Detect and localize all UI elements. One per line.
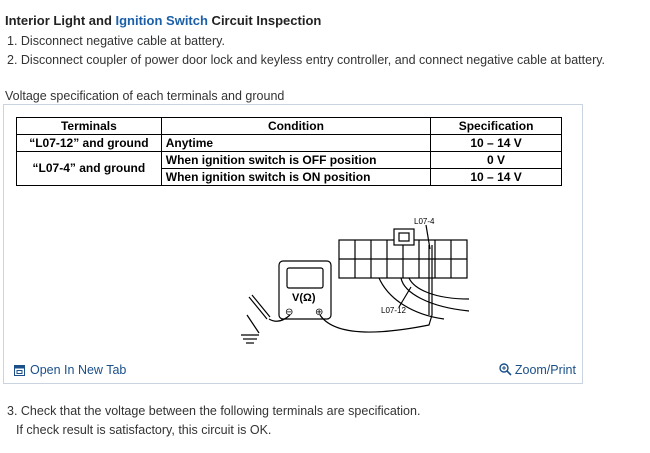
header-specification: Specification xyxy=(430,117,562,135)
cell-condition: When ignition switch is OFF position xyxy=(160,151,432,169)
label-l07-12: L07-12 xyxy=(381,306,406,315)
cell-terminals: “L07-12” and ground xyxy=(16,134,162,152)
table-row: When ignition switch is ON position 10 –… xyxy=(17,168,562,186)
plus-terminal: ⊕ xyxy=(315,307,323,318)
label-l07-4: L07-4 xyxy=(414,217,435,226)
ignition-switch-link[interactable]: Ignition Switch xyxy=(115,13,208,28)
table-row: “L07-4” and ground When ignition switch … xyxy=(16,151,562,186)
cell-spec: 10 – 14 V xyxy=(430,168,562,186)
header-condition: Condition xyxy=(160,117,432,135)
step-2: 2. Disconnect coupler of power door lock… xyxy=(7,53,606,67)
cell-condition: Anytime xyxy=(160,134,432,152)
voltmeter xyxy=(278,260,332,320)
step-3: 3. Check that the voltage between the fo… xyxy=(7,404,421,418)
cell-condition: When ignition switch is ON position xyxy=(160,168,432,186)
section-heading: Interior Light and Ignition Switch Circu… xyxy=(5,13,321,28)
open-in-new-tab-label: Open In New Tab xyxy=(30,363,127,377)
table-header-row: Terminals Condition Specification xyxy=(16,117,562,135)
zoom-print-label: Zoom/Print xyxy=(514,363,576,377)
figure-box: Terminals Condition Specification “L07-1… xyxy=(3,104,583,384)
figure-footer: Open In New Tab Zoom/Print xyxy=(4,361,582,381)
cell-spec: 10 – 14 V xyxy=(430,134,562,152)
meter-label: V(Ω) xyxy=(292,292,316,304)
zoom-icon xyxy=(499,363,512,376)
spec-caption: Voltage specification of each terminals … xyxy=(5,89,285,103)
wiring-diagram: L07-4 L07-12 V(Ω) ⊖ ⊕ xyxy=(241,217,470,344)
spec-table: Terminals Condition Specification “L07-1… xyxy=(16,117,562,186)
step-3-note: If check result is satisfactory, this ci… xyxy=(16,423,272,437)
open-in-new-tab-link[interactable]: Open In New Tab xyxy=(14,363,126,377)
header-terminals: Terminals xyxy=(16,117,162,135)
cell-spec: 0 V xyxy=(430,151,562,169)
zoom-print-link[interactable]: Zoom/Print xyxy=(499,363,576,377)
step-1: 1. Disconnect negative cable at battery. xyxy=(7,34,225,48)
minus-terminal: ⊖ xyxy=(285,307,293,318)
table-row: “L07-12” and ground Anytime 10 – 14 V xyxy=(16,134,562,152)
heading-prefix: Interior Light and xyxy=(5,13,116,28)
heading-suffix: Circuit Inspection xyxy=(207,13,322,28)
open-in-new-tab-icon xyxy=(14,365,25,376)
cell-terminals: “L07-4” and ground xyxy=(16,151,162,186)
